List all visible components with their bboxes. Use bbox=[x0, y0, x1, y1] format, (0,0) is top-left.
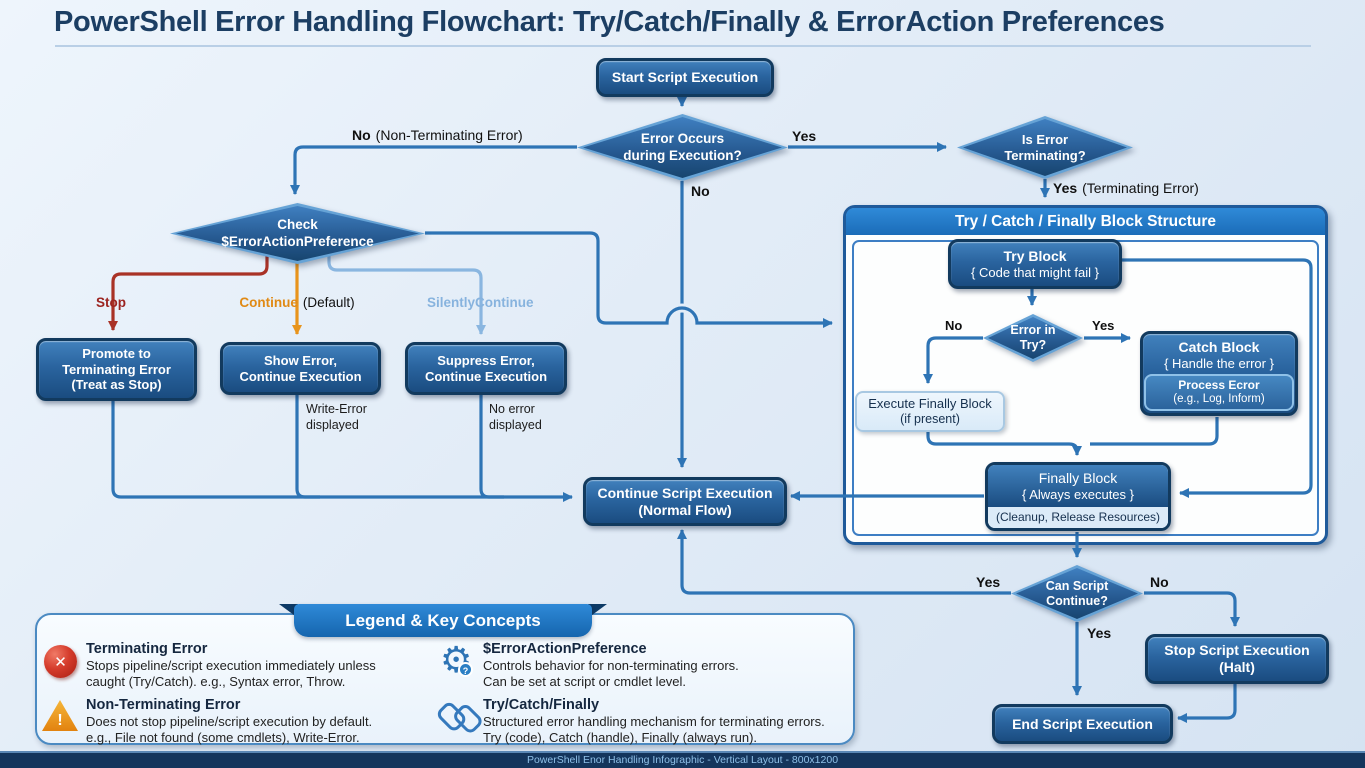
edge-label-no-can-right: No bbox=[1150, 574, 1169, 590]
title-divider bbox=[55, 45, 1311, 47]
continue-script-node: Continue Script Execution (Normal Flow) bbox=[583, 477, 787, 526]
execute-finally-node: Execute Finally Block (if present) bbox=[855, 391, 1005, 432]
edge-label-yes-top: Yes bbox=[792, 128, 817, 144]
finally-block-footnote: (Cleanup, Release Resources) bbox=[988, 507, 1168, 528]
legend-item-try-catch-finally: Try/Catch/Finally Structured error handl… bbox=[483, 697, 825, 746]
suppress-error-node: Suppress Error, Continue Execution bbox=[405, 342, 567, 395]
question-bubble-icon: ? bbox=[458, 662, 473, 677]
promote-terminating-node: Promote to Terminating Error (Treat as S… bbox=[36, 338, 197, 401]
edge-label-no-nonterminating: No(Non-Terminating Error) bbox=[352, 127, 523, 143]
legend-item-erroractionpreference: $ErrorActionPreference Controls behavior… bbox=[483, 641, 739, 690]
legend-banner-title: Legend & Key Concepts bbox=[294, 604, 592, 637]
edge-label-stop: Stop bbox=[96, 295, 126, 310]
show-error-node: Show Error, Continue Execution bbox=[220, 342, 381, 395]
gear-icon: ⚙ ? bbox=[440, 639, 473, 680]
stop-script-node: Stop Script Execution (Halt) bbox=[1145, 634, 1329, 684]
try-catch-container-title: Try / Catch / Finally Block Structure bbox=[846, 208, 1325, 235]
footer-divider bbox=[0, 751, 1365, 753]
start-node: Start Script Execution bbox=[596, 58, 774, 97]
check-erroractionpreference-decision: Check$ErrorActionPreference bbox=[170, 203, 425, 264]
edge-label-no-try: No bbox=[945, 318, 963, 333]
edge-label-continue-default: Continue(Default) bbox=[239, 295, 355, 310]
edge-label-yes-terminating: Yes(Terminating Error) bbox=[1053, 180, 1199, 196]
edge-label-yes-can-left: Yes bbox=[976, 574, 1001, 590]
error-circle-icon: ✕ bbox=[44, 645, 77, 678]
legend-item-non-terminating-error: Non-Terminating Error Does not stop pipe… bbox=[86, 697, 373, 746]
edge-label-no-down: No bbox=[691, 183, 710, 199]
try-block-node: Try Block { Code that might fail } bbox=[948, 239, 1122, 289]
edge-label-silentlycontinue: SilentlyContinue bbox=[427, 295, 534, 310]
end-script-node: End Script Execution bbox=[992, 704, 1173, 744]
catch-block-node: Catch Block { Handle the error } Process… bbox=[1140, 331, 1298, 416]
edge-label-yes-try: Yes bbox=[1092, 318, 1115, 333]
legend-item-terminating-error: Terminating Error Stops pipeline/script … bbox=[86, 641, 376, 690]
finally-block-node: Finally Block { Always executes } (Clean… bbox=[985, 462, 1171, 531]
process-error-node: Process Ecror (e.g., Log, Inform) bbox=[1144, 374, 1294, 411]
page-title: PowerShell Error Handling Flowchart: Try… bbox=[54, 6, 1165, 38]
edge-label-yes-can-down: Yes bbox=[1087, 625, 1112, 641]
footer-caption: PowerShell Enor Handling Infographic - V… bbox=[0, 753, 1365, 768]
